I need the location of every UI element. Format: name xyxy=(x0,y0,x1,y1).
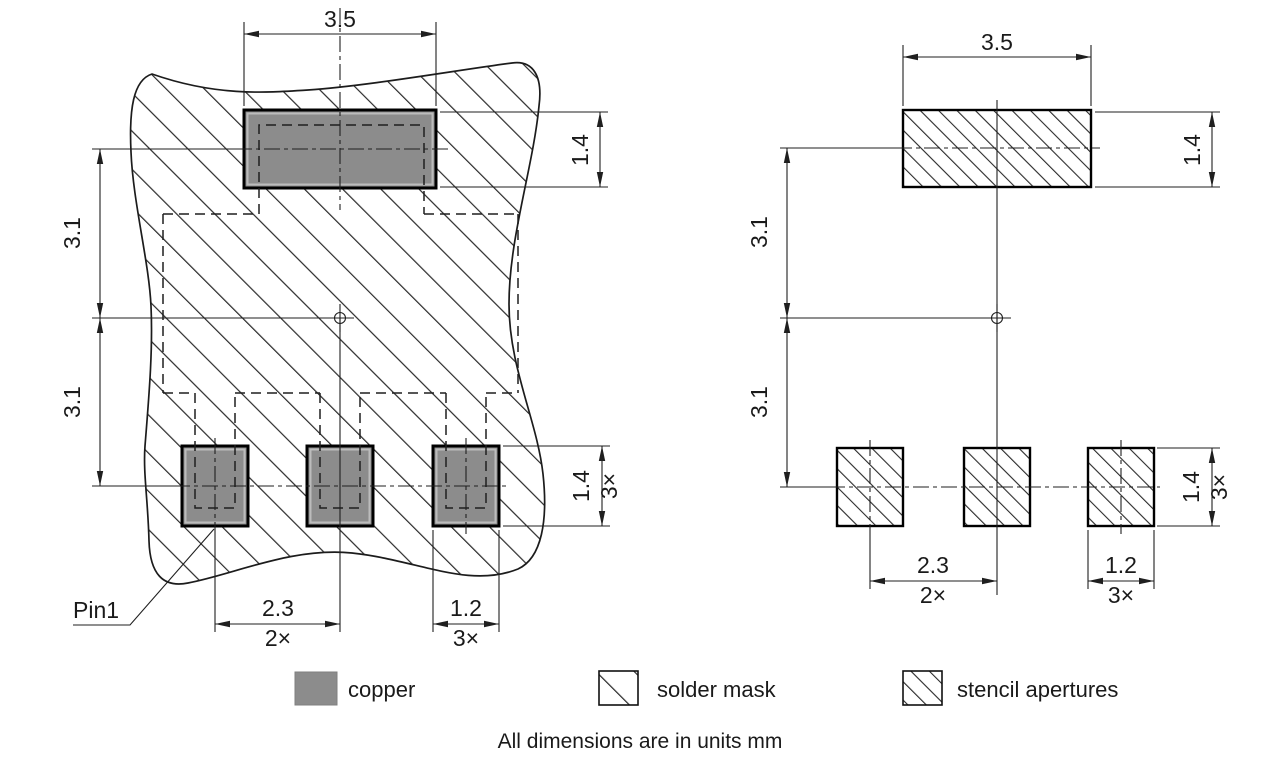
legend-item-copper: copper xyxy=(294,671,415,706)
dim-label-stencil-pad-height-qty: 3× xyxy=(1206,474,1232,500)
footprint-dimensions: 3.5 1.4 3.1 3.1 2.3 2× xyxy=(59,6,622,651)
dim-label-pad-width-qty: 3× xyxy=(453,625,479,651)
stencil-centerlines xyxy=(780,100,1160,595)
stencil-view: 3.5 1.4 3.1 3.1 2.3 2× xyxy=(746,29,1232,608)
legend: copper solder mask stencil apertures All… xyxy=(294,670,1118,753)
stencil-apertures-swatch xyxy=(902,670,943,706)
dim-label-pitch: 2.3 xyxy=(262,595,294,621)
units-note: All dimensions are in units mm xyxy=(498,730,783,753)
dim-label-stencil-pitch: 2.3 xyxy=(917,552,949,578)
legend-label-copper: copper xyxy=(348,677,415,702)
solder-mask-swatch xyxy=(598,670,639,706)
dim-label-stencil-pad-width-qty: 3× xyxy=(1108,582,1134,608)
pin1-callout: Pin1 xyxy=(73,528,215,626)
component-body-sides xyxy=(162,214,519,393)
pin1-leader-line xyxy=(73,528,215,626)
dim-label-pad-height-qty: 3× xyxy=(596,473,622,499)
dim-label-stencil-tab-width: 3.5 xyxy=(981,29,1013,55)
copper-swatch xyxy=(294,671,338,706)
legend-item-stencil-apertures: stencil apertures xyxy=(902,670,1118,706)
dim-label-tab-width: 3.5 xyxy=(324,6,356,32)
dim-label-tab-height: 1.4 xyxy=(567,134,593,166)
dim-label-upper-offset: 3.1 xyxy=(59,217,85,249)
dim-label-stencil-pitch-qty: 2× xyxy=(920,582,946,608)
footprint-view: 3.5 1.4 3.1 3.1 2.3 2× xyxy=(59,6,622,651)
dim-label-stencil-tab-height: 1.4 xyxy=(1179,134,1205,166)
dim-label-lower-offset: 3.1 xyxy=(59,386,85,418)
dim-label-stencil-pad-height: 1.4 xyxy=(1178,471,1204,503)
dim-label-stencil-lower-offset: 3.1 xyxy=(746,386,772,418)
pin1-label: Pin1 xyxy=(73,597,119,623)
legend-label-solder-mask: solder mask xyxy=(657,677,777,702)
dim-label-stencil-pad-width: 1.2 xyxy=(1105,552,1137,578)
legend-label-stencil-apertures: stencil apertures xyxy=(957,677,1118,702)
dim-label-pad-height: 1.4 xyxy=(568,470,594,502)
stencil-dimensions: 3.5 1.4 3.1 3.1 2.3 2× xyxy=(746,29,1232,608)
dim-label-stencil-upper-offset: 3.1 xyxy=(746,216,772,248)
footprint-centerlines xyxy=(92,8,508,632)
solder-mask-outline xyxy=(129,61,546,585)
dim-label-pad-width: 1.2 xyxy=(450,595,482,621)
legend-item-solder-mask: solder mask xyxy=(598,670,777,706)
dim-label-pitch-qty: 2× xyxy=(265,625,291,651)
